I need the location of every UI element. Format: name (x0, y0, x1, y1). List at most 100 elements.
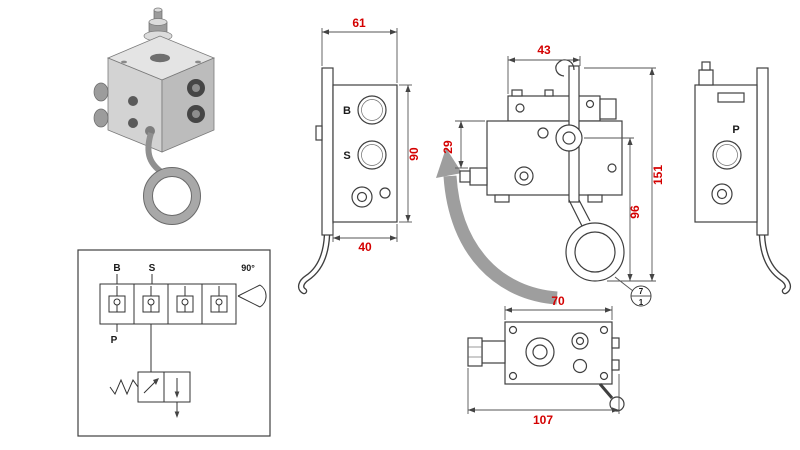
lever-top-curl (555, 59, 575, 77)
top-fitting-stem-left (481, 340, 506, 364)
rotation-arrow (436, 148, 558, 305)
lever-hook-outline-right (758, 231, 792, 295)
dim-151: 151 (584, 67, 665, 282)
port-s-bore (357, 140, 387, 170)
top-fitting (698, 69, 714, 86)
dim-90-text: 90 (407, 147, 421, 161)
side-view-left: B S 61 90 (297, 16, 421, 295)
body-bolt-2 (607, 163, 617, 173)
valve-body-side-right (694, 84, 758, 223)
schematic-port-s-label: S (149, 263, 156, 274)
lever-hook-inner (299, 233, 329, 293)
iso-ring-inner-edge (152, 176, 192, 216)
iso-port-2-plug (192, 110, 200, 118)
iso-front-port-2 (128, 118, 138, 128)
dim-29-text: 29 (441, 140, 455, 154)
iso-nut-cap (148, 18, 168, 26)
iso-fitting-2 (93, 108, 109, 128)
check-valve-3 (176, 286, 194, 313)
dim-43: 43 (507, 43, 581, 94)
dim-61-text: 61 (352, 16, 366, 30)
top-bore-3 (572, 358, 588, 374)
isometric-render (93, 7, 216, 225)
top-fitting-hex (467, 337, 483, 367)
dim-43-text: 43 (537, 43, 551, 57)
port-b-bore (357, 95, 387, 125)
front-view: 43 29 151 96 (436, 43, 665, 307)
valve-spring-symbol (109, 378, 139, 396)
lever-plate-right (756, 67, 769, 236)
detail-sheet-text: 1 (639, 298, 644, 307)
cover-bolt-1 (515, 103, 525, 113)
lever-clamp (315, 125, 323, 141)
top-view: 70 107 (467, 294, 625, 427)
top-bore-2-inner (575, 336, 585, 346)
iso-ring-outer-edge (143, 167, 201, 225)
front-port-inner (519, 171, 529, 181)
side-view-right: P (694, 61, 792, 295)
top-tab-r2 (611, 359, 620, 371)
check-valve-2 (142, 286, 160, 313)
dim-40: 40 (332, 224, 398, 254)
lever-hook-outline (297, 231, 331, 295)
dim-96: 96 (584, 137, 642, 281)
top-bore-2 (571, 332, 589, 350)
port-s-label: S (343, 150, 350, 162)
iso-fitting-1 (93, 82, 109, 102)
iso-port-1-plug (192, 84, 200, 92)
detail-number-text: 7 (639, 287, 644, 296)
hydraulic-schematic: B S P 90° (77, 249, 271, 437)
top-tab-1 (511, 89, 523, 97)
top-tab-r1 (611, 337, 620, 349)
iso-top-bore (150, 53, 170, 63)
front-port-bore (514, 166, 534, 186)
small-bore (379, 187, 391, 199)
dim-96-text: 96 (628, 205, 642, 219)
top-cover-block (507, 95, 601, 122)
detail-callout: 7 1 (614, 276, 652, 307)
bottom-tab-1 (494, 194, 510, 203)
check-valve-4 (210, 286, 228, 313)
lower-bore-right-inner (716, 188, 728, 200)
top-main-bore (525, 337, 555, 367)
iso-front-port (128, 96, 138, 106)
lower-bore (351, 186, 373, 208)
port-p-thread (716, 144, 738, 166)
dim-151-text: 151 (651, 165, 665, 185)
iso-bolt-1 (121, 60, 127, 64)
lever-plate (321, 67, 334, 236)
lower-bore-inner (356, 191, 368, 203)
port-p-bore (712, 140, 742, 170)
port-s-thread (361, 144, 383, 166)
inlet-fitting-stem (459, 170, 471, 183)
lever-to-ring-1 (568, 199, 583, 227)
iso-stem-cap (153, 7, 163, 13)
pivot-boss (555, 124, 583, 152)
cover-bolt-2 (585, 99, 595, 109)
lower-bore-right (711, 183, 733, 205)
ring-edge (609, 396, 625, 412)
top-tab-2 (544, 89, 554, 97)
top-bolt-3 (508, 371, 518, 381)
port-b-thread (361, 99, 383, 121)
inlet-fitting-nut (469, 167, 488, 186)
top-bolt-1 (508, 325, 518, 335)
rotation-arrow-tail (443, 175, 558, 305)
body-bolt (537, 127, 549, 139)
lever-edge (598, 383, 614, 399)
valve-body-front (486, 120, 623, 196)
rotation-arrow-head (436, 148, 462, 178)
dim-90: 90 (399, 84, 421, 223)
dim-40-text: 40 (358, 240, 372, 254)
lever-hook-inner-right (760, 233, 790, 293)
lever-to-ring-2 (578, 199, 591, 222)
schematic-port-p-label: P (111, 335, 118, 346)
rotation-cone-symbol (237, 284, 267, 308)
port-b-label: B (343, 105, 351, 117)
dim-107: 107 (467, 368, 620, 427)
dim-61: 61 (321, 16, 398, 83)
schematic-port-b-label: B (113, 263, 120, 274)
top-main-bore-inner (532, 344, 548, 360)
